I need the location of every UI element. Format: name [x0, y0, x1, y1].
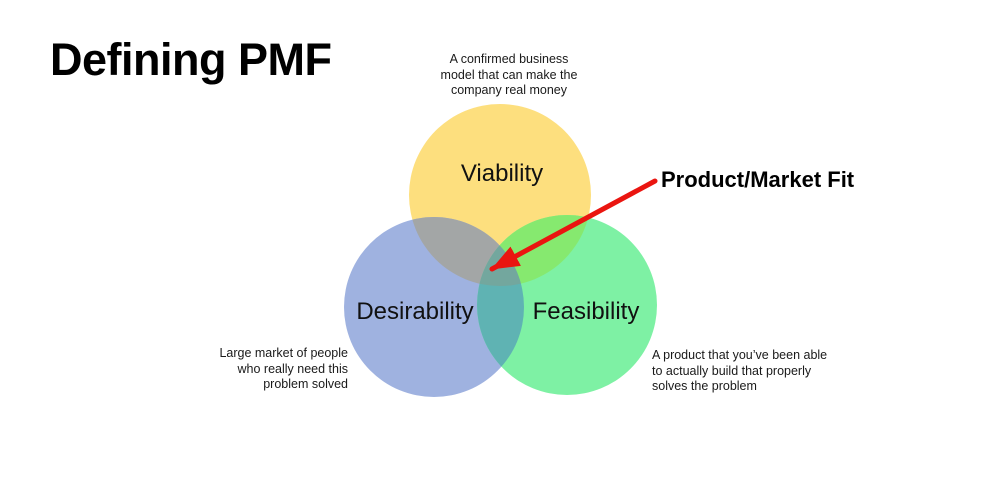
- pmf-annotation-label: Product/Market Fit: [661, 167, 855, 192]
- page-title: Defining PMF: [50, 34, 332, 85]
- caption-line: model that can make the: [440, 67, 578, 82]
- overlap-viability-feasibility: [477, 215, 591, 286]
- feasibility-label: Feasibility: [532, 298, 640, 325]
- caption-line: A product that you’ve been able: [652, 348, 828, 362]
- viability-label: Viability: [460, 160, 544, 187]
- caption-line: to actually build that properly: [652, 363, 812, 378]
- caption-line: Large market of people: [219, 346, 348, 360]
- desirability-caption: Large market of people who really need t…: [148, 346, 348, 393]
- viability-caption: A confirmed business model that can make…: [399, 52, 619, 99]
- overlap-viability-desirability: [409, 217, 524, 286]
- desirability-label: Desirability: [356, 298, 474, 325]
- caption-line: company real money: [450, 83, 568, 97]
- caption-line: problem solved: [263, 377, 348, 391]
- caption-line: A confirmed business: [449, 52, 569, 66]
- caption-line: solves the problem: [652, 379, 757, 393]
- caption-line: who really need this: [237, 361, 348, 376]
- pmf-arrow: [489, 178, 658, 272]
- feasibility-caption: A product that you’ve been able to actua…: [652, 348, 887, 395]
